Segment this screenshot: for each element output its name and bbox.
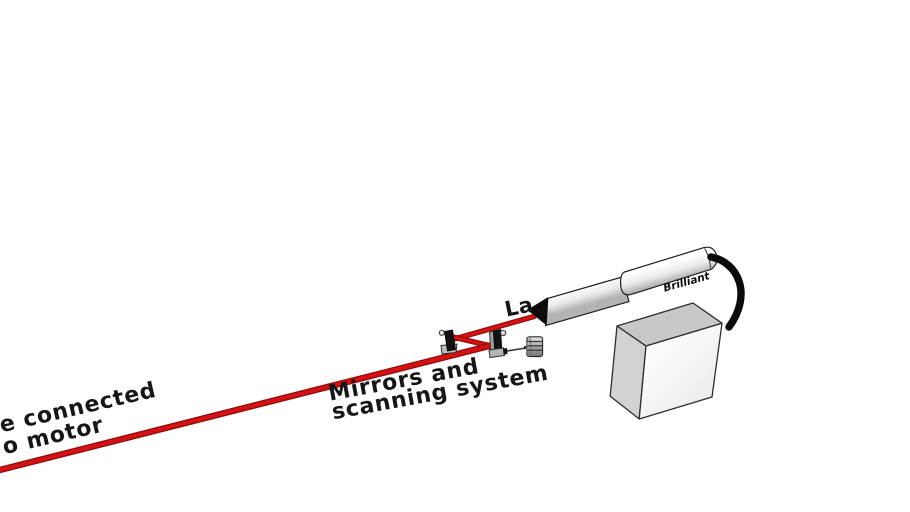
- power-box: [609, 302, 723, 420]
- galvo-mirror-right: [488, 329, 528, 359]
- beam-incident-core: [447, 315, 536, 342]
- laser-tip-cone: [527, 297, 549, 325]
- laser-pointer: Brilliant: [527, 246, 718, 327]
- beam-output-core: [0, 343, 493, 472]
- box-front-face: [638, 322, 723, 420]
- galvo-mirror-left: [438, 329, 458, 355]
- laser-label: La: [502, 292, 536, 322]
- laser-front-barrel: [545, 276, 630, 327]
- laser-beam: [0, 313, 537, 474]
- mirror-motor-shaft: [503, 347, 528, 353]
- motor-unit: [526, 336, 544, 358]
- power-cable: [707, 253, 745, 331]
- laser-rear-barrel: [619, 246, 718, 296]
